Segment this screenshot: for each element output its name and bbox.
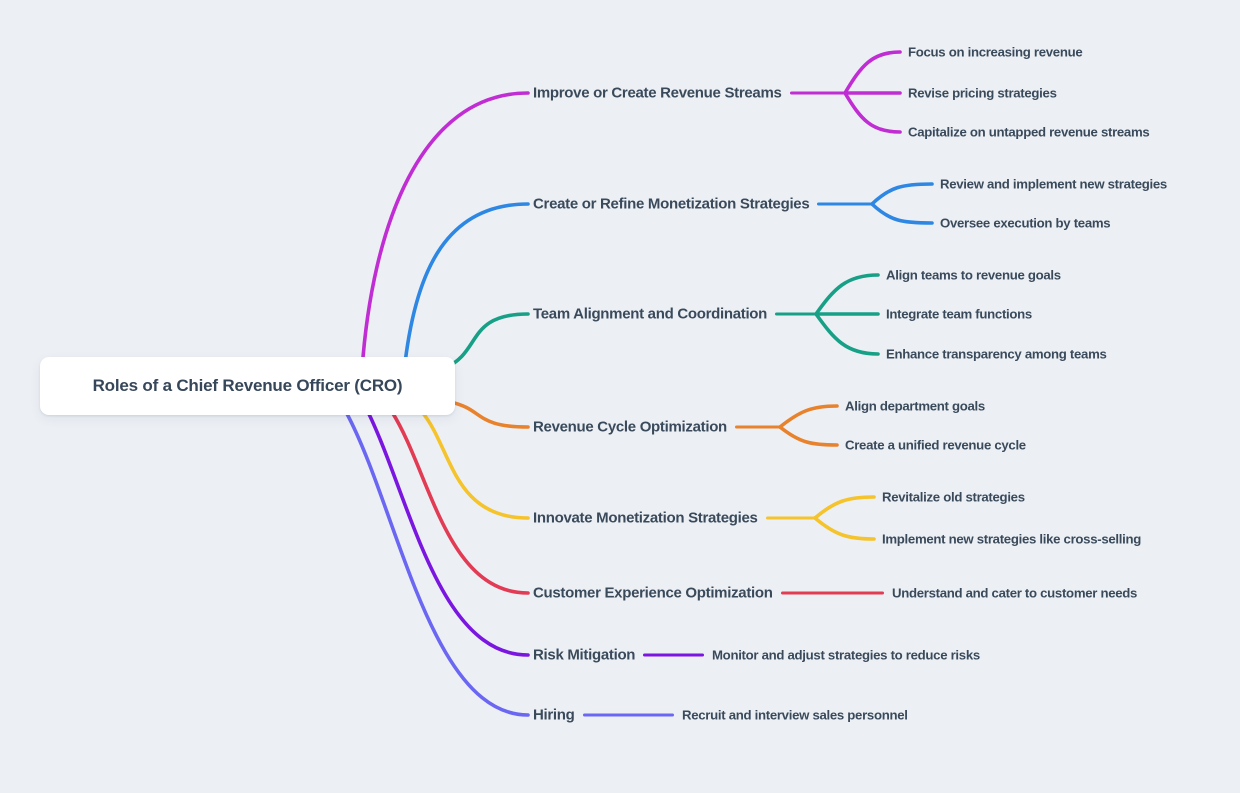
branch-row: Improve or Create Revenue Streams	[533, 85, 845, 102]
branch-curve	[366, 410, 530, 657]
branch-connector-line	[817, 202, 872, 206]
child-label[interactable]: Align department goals	[845, 398, 985, 414]
branch-curve	[448, 400, 530, 429]
fork-arm	[870, 202, 934, 225]
child-label[interactable]: Enhance transparency among teams	[886, 346, 1107, 362]
fork-arm	[813, 495, 876, 520]
child-label[interactable]: Revitalize old strategies	[882, 489, 1025, 505]
fork-arm	[870, 182, 934, 206]
fork-arm	[778, 404, 839, 429]
branch-connector-line	[789, 91, 845, 95]
child-label[interactable]: Align teams to revenue goals	[886, 267, 1061, 283]
branch-connector-line	[643, 653, 704, 657]
child-label[interactable]: Oversee execution by teams	[940, 215, 1111, 231]
branch-label[interactable]: Create or Refine Monetization Strategies	[533, 195, 810, 213]
fork-arm	[778, 425, 839, 447]
branch-label[interactable]: Innovate Monetization Strategies	[533, 509, 758, 527]
branch-curve	[402, 202, 530, 374]
child-label[interactable]: Focus on increasing revenue	[908, 44, 1083, 60]
fork-arm	[843, 91, 902, 134]
branch-label[interactable]: Risk Mitigation	[533, 646, 636, 664]
child-label[interactable]: Monitor and adjust strategies to reduce …	[712, 647, 980, 663]
root-node-label: Roles of a Chief Revenue Officer (CRO)	[92, 376, 403, 395]
root-node[interactable]: Roles of a Chief Revenue Officer (CRO)	[40, 357, 455, 415]
branch-connector-line	[734, 425, 780, 429]
child-label[interactable]: Revise pricing strategies	[908, 85, 1057, 101]
child-label[interactable]: Understand and cater to customer needs	[892, 585, 1138, 601]
fork-arm	[814, 312, 880, 356]
branch-curve	[443, 312, 530, 370]
branch-row: Customer Experience Optimization	[533, 585, 884, 602]
fork-arm	[813, 516, 876, 541]
branch-curve	[390, 410, 530, 595]
child-label[interactable]: Recruit and interview sales personnel	[682, 707, 908, 723]
branch-row: Hiring	[533, 707, 674, 724]
branch-row: Revenue Cycle Optimization	[533, 419, 780, 436]
branch-label[interactable]: Hiring	[533, 706, 575, 724]
branch-connector-line	[582, 713, 674, 717]
child-label[interactable]: Review and implement new strategies	[940, 176, 1167, 192]
branch-curve	[360, 91, 530, 372]
child-label[interactable]: Implement new strategies like cross-sell…	[882, 531, 1142, 547]
branch-connector-line	[775, 312, 816, 316]
branch-row: Team Alignment and Coordination	[533, 306, 816, 323]
branch-label[interactable]: Revenue Cycle Optimization	[533, 418, 727, 436]
branch-label[interactable]: Team Alignment and Coordination	[533, 305, 768, 323]
branch-label[interactable]: Customer Experience Optimization	[533, 584, 773, 602]
child-label[interactable]: Create a unified revenue cycle	[845, 437, 1026, 453]
branch-row: Innovate Monetization Strategies	[533, 510, 815, 527]
branch-connector-line	[780, 591, 884, 595]
child-label[interactable]: Integrate team functions	[886, 306, 1032, 322]
branch-connector-line	[765, 516, 815, 520]
branch-curve	[344, 410, 530, 717]
child-label[interactable]: Capitalize on untapped revenue streams	[908, 124, 1150, 140]
fork-arm	[843, 50, 902, 95]
branch-curve	[420, 410, 530, 520]
fork-arm	[814, 273, 880, 316]
branch-row: Create or Refine Monetization Strategies	[533, 196, 872, 213]
branch-row: Risk Mitigation	[533, 647, 704, 664]
branch-label[interactable]: Improve or Create Revenue Streams	[533, 84, 782, 102]
